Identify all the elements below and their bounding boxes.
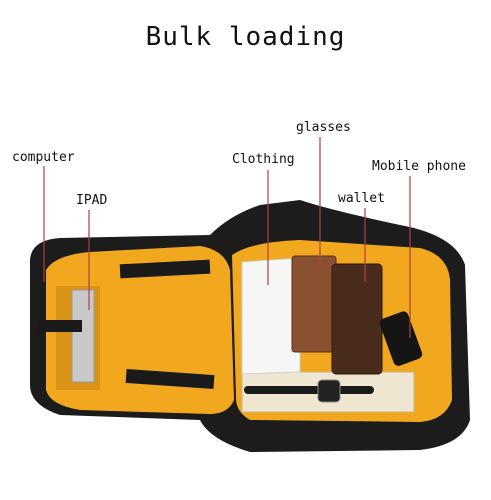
- page-title: Bulk loading: [145, 22, 346, 52]
- label-computer: computer: [12, 150, 75, 165]
- strap-top: [119, 259, 211, 279]
- ipad-device: [71, 289, 95, 383]
- watch-strap: [244, 386, 374, 394]
- label-mobile-phone: Mobile phone: [372, 159, 466, 174]
- clothing-item: [241, 257, 301, 375]
- label-clothing: Clothing: [232, 152, 295, 167]
- mobile-phone-item: [379, 311, 423, 366]
- watch-face: [317, 379, 341, 403]
- label-ipad: IPAD: [76, 193, 108, 208]
- strap-bottom: [125, 368, 215, 390]
- strap-mid: [38, 320, 82, 332]
- label-glasses: glasses: [296, 120, 351, 135]
- leader-lines: [43, 137, 411, 338]
- label-wallet: wallet: [338, 191, 385, 206]
- glasses-case: [291, 255, 337, 353]
- wallet-item: [331, 263, 383, 375]
